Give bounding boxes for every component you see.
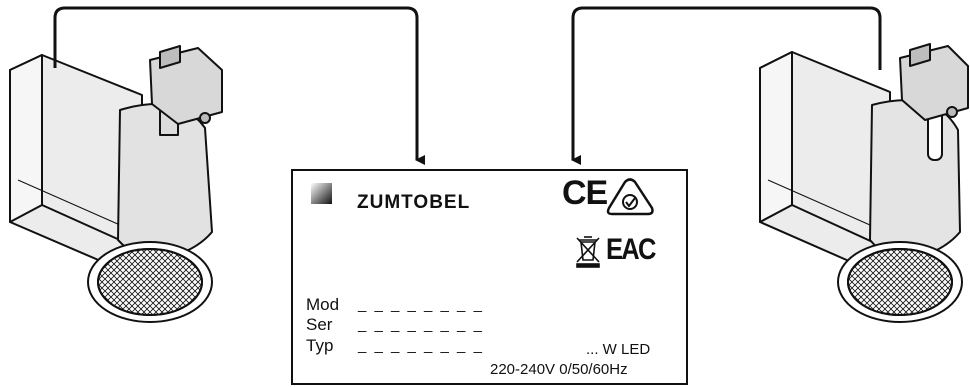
left-luminaire-icon [9, 45, 223, 323]
wattage-text: ... W LED [586, 341, 651, 358]
rating-label-box [291, 169, 688, 385]
ce-mark-icon: CE [562, 174, 608, 212]
field-label-typ: Typ [306, 336, 334, 355]
left-connector-arrow [53, 6, 425, 165]
brand-name: ZUMTOBEL [357, 192, 471, 213]
field-value-mod: _ _ _ _ _ _ _ _ [358, 296, 484, 313]
field-label-mod: Mod [306, 295, 340, 314]
eac-mark-icon: EAC [606, 233, 656, 266]
power-rating-text: 220-240V 0/50/60Hz [490, 361, 628, 378]
right-luminaire-icon [759, 43, 969, 323]
field-value-typ: _ _ _ _ _ _ _ _ [358, 337, 484, 354]
zumtobel-logo-icon [311, 183, 332, 204]
right-connector-arrow [571, 6, 882, 165]
weee-bin-icon [576, 236, 600, 268]
rcm-mark-icon [606, 178, 654, 216]
field-value-ser: _ _ _ _ _ _ _ _ [358, 316, 484, 333]
field-label-ser: Ser [306, 315, 333, 334]
